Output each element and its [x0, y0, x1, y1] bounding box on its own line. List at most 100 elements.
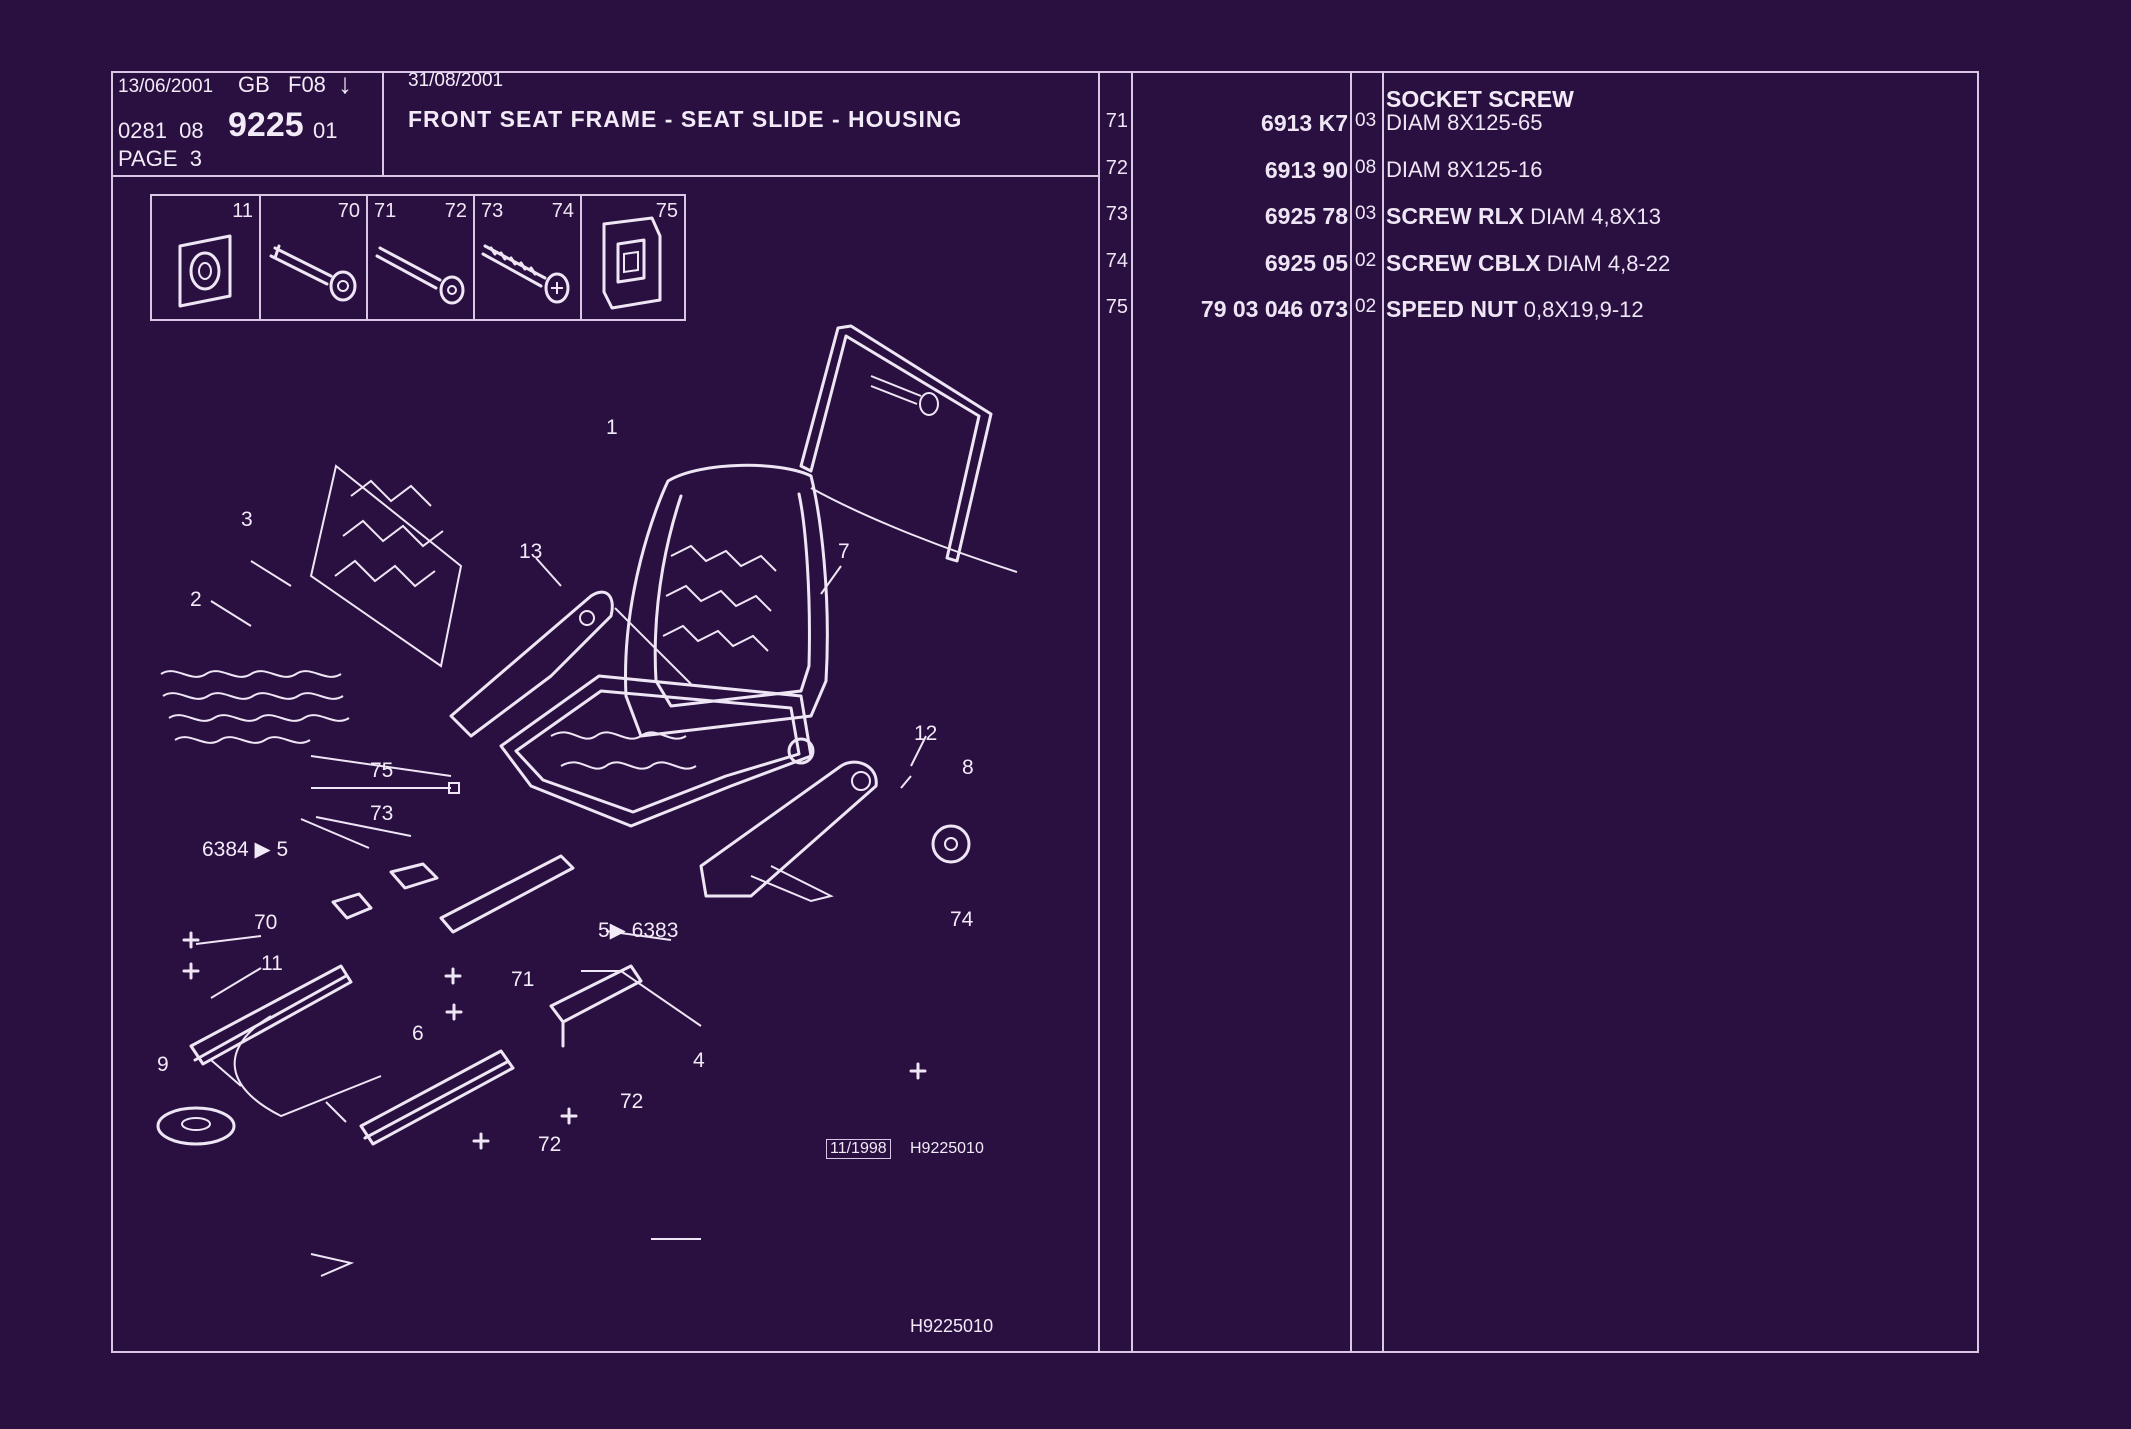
socket-screw-icon [269, 244, 357, 302]
part-reference: 6913 K7 [1261, 110, 1348, 136]
part-row: 73 6925 78 03 SCREW RLX DIAM 4,8X13 [1100, 203, 1970, 233]
callout-75: 75 [370, 759, 394, 782]
callout-13: 13 [519, 540, 543, 563]
callout-73: 73 [370, 802, 394, 825]
part-spec: DIAM 8X125-16 [1386, 157, 1543, 182]
thumb-grommet: 11 [152, 196, 261, 319]
part-index: 75 [1105, 296, 1128, 318]
header-date-left: 13/06/2001 [118, 76, 214, 97]
page-title: FRONT SEAT FRAME - SEAT SLIDE - HOUSING [408, 106, 963, 132]
rule-ref-right [1350, 71, 1352, 1353]
cover-disc [156, 1106, 236, 1146]
part-name: SPEED NUT [1386, 296, 1518, 322]
part-reference: 6913 90 [1264, 157, 1348, 183]
header-rule [111, 175, 1099, 177]
thumb-label: 70 [337, 200, 360, 222]
header-ref-prefix: 0281 08 [118, 118, 204, 143]
thumb-screw-73-74: 73 74 [475, 196, 582, 319]
callout-72b: 72 [538, 1133, 562, 1156]
part-description: SCREW RLX DIAM 4,8X13 [1386, 203, 1661, 230]
part-row: 72 6913 90 08 DIAM 8X125-16 [1100, 157, 1970, 187]
header-ref-suffix: 01 [313, 118, 338, 143]
thumb-speed-nut: 75 [582, 196, 684, 319]
header-country: GB [238, 72, 270, 97]
spring-mat [160, 670, 350, 744]
thumb-label: 73 [481, 200, 504, 222]
socket-screw-icon [375, 246, 465, 305]
thumb-label: 72 [444, 200, 467, 222]
part-index: 73 [1105, 203, 1128, 225]
callout-7: 7 [838, 540, 850, 563]
diagram-ref-code: H9225010 [910, 1140, 984, 1157]
part-reference: 6925 78 [1264, 203, 1348, 229]
callout-70: 70 [254, 911, 278, 934]
footer-ref-code: H9225010 [910, 1316, 994, 1336]
parts-heading: SOCKET SCREW [1386, 86, 1574, 112]
rule-index-right [1131, 71, 1133, 1353]
header-divider [382, 71, 384, 175]
thumb-label: 71 [374, 200, 397, 222]
adjust-knob [931, 824, 971, 864]
seat-cushion-frame [499, 674, 813, 828]
part-spec: DIAM 8X125-65 [1386, 110, 1543, 135]
callout-71: 71 [511, 968, 535, 991]
callout-6: 6 [412, 1022, 424, 1045]
part-qty: 03 [1355, 203, 1377, 224]
header-code: F08 [288, 72, 326, 97]
thumb-label: 11 [232, 200, 253, 222]
part-index: 72 [1105, 157, 1128, 179]
callout-2: 2 [190, 588, 202, 611]
part-qty: 02 [1355, 250, 1377, 271]
support-bracket [549, 964, 643, 1048]
part-spec: 0,8X19,9-12 [1523, 297, 1644, 322]
part-name: SCREW CBLX [1386, 250, 1541, 276]
part-description: SPEED NUT 0,8X19,9-12 [1386, 296, 1644, 323]
callout-74: 74 [950, 908, 974, 931]
part-name: SCREW RLX [1386, 203, 1524, 229]
grommet-icon [178, 234, 232, 308]
part-qty: 02 [1355, 296, 1377, 317]
speed-nut-icon [602, 216, 662, 310]
part-row: 71 6913 K7 03 DIAM 8X125-65 [1100, 110, 1970, 140]
header-date-right: 31/08/2001 [408, 70, 504, 91]
rule-qty-right [1382, 71, 1384, 1353]
thumb-label: 74 [551, 200, 574, 222]
callout-4: 4 [693, 1049, 705, 1072]
part-spec: DIAM 4,8-22 [1546, 251, 1671, 276]
part-description: SCREW CBLX DIAM 4,8-22 [1386, 250, 1670, 277]
self-tapping-screw-icon [481, 244, 570, 304]
headrest-panel [799, 324, 993, 563]
part-row: 74 6925 05 02 SCREW CBLX DIAM 4,8-22 [1100, 250, 1970, 280]
part-qty: 03 [1355, 110, 1377, 131]
thumb-screw-70: 70 [261, 196, 368, 319]
thumb-screw-71-72: 71 72 [368, 196, 475, 319]
part-reference: 6925 05 [1264, 250, 1348, 276]
seat-back-frame [624, 463, 829, 738]
part-index: 74 [1105, 250, 1128, 272]
thumb-label: 75 [655, 200, 678, 222]
revision-stamp: 11/1998 [826, 1139, 891, 1159]
callout-11: 11 [261, 952, 283, 975]
side-trim [449, 590, 614, 738]
fastener-thumbnails: 11 70 71 72 73 74 75 [150, 194, 686, 321]
header-page: PAGE 3 [118, 146, 202, 171]
part-qty: 08 [1355, 157, 1377, 178]
exploded-view-diagram [156, 324, 1018, 1277]
callout-1: 1 [606, 416, 618, 439]
rule-diagram-right [1098, 71, 1100, 1353]
callout-5-6383: 5▶ 6383 [598, 919, 679, 942]
slide-rail-left [189, 964, 353, 1066]
header-arrow-icon: ↓ [338, 68, 352, 99]
callout-12: 12 [914, 722, 938, 745]
part-spec: DIAM 4,8X13 [1530, 204, 1661, 229]
part-index: 71 [1105, 110, 1128, 132]
callout-6384-5: 6384 ▶ 5 [202, 838, 289, 861]
callout-9: 9 [157, 1053, 169, 1076]
part-row: 75 79 03 046 073 02 SPEED NUT 0,8X19,9-1… [1100, 296, 1970, 326]
part-reference: 79 03 046 073 [1200, 296, 1348, 322]
slide-rail-right [359, 1049, 515, 1146]
callout-3: 3 [241, 508, 253, 531]
callout-72a: 72 [620, 1090, 644, 1113]
spring-grid [309, 464, 463, 668]
catalog-frame [111, 71, 1979, 1353]
